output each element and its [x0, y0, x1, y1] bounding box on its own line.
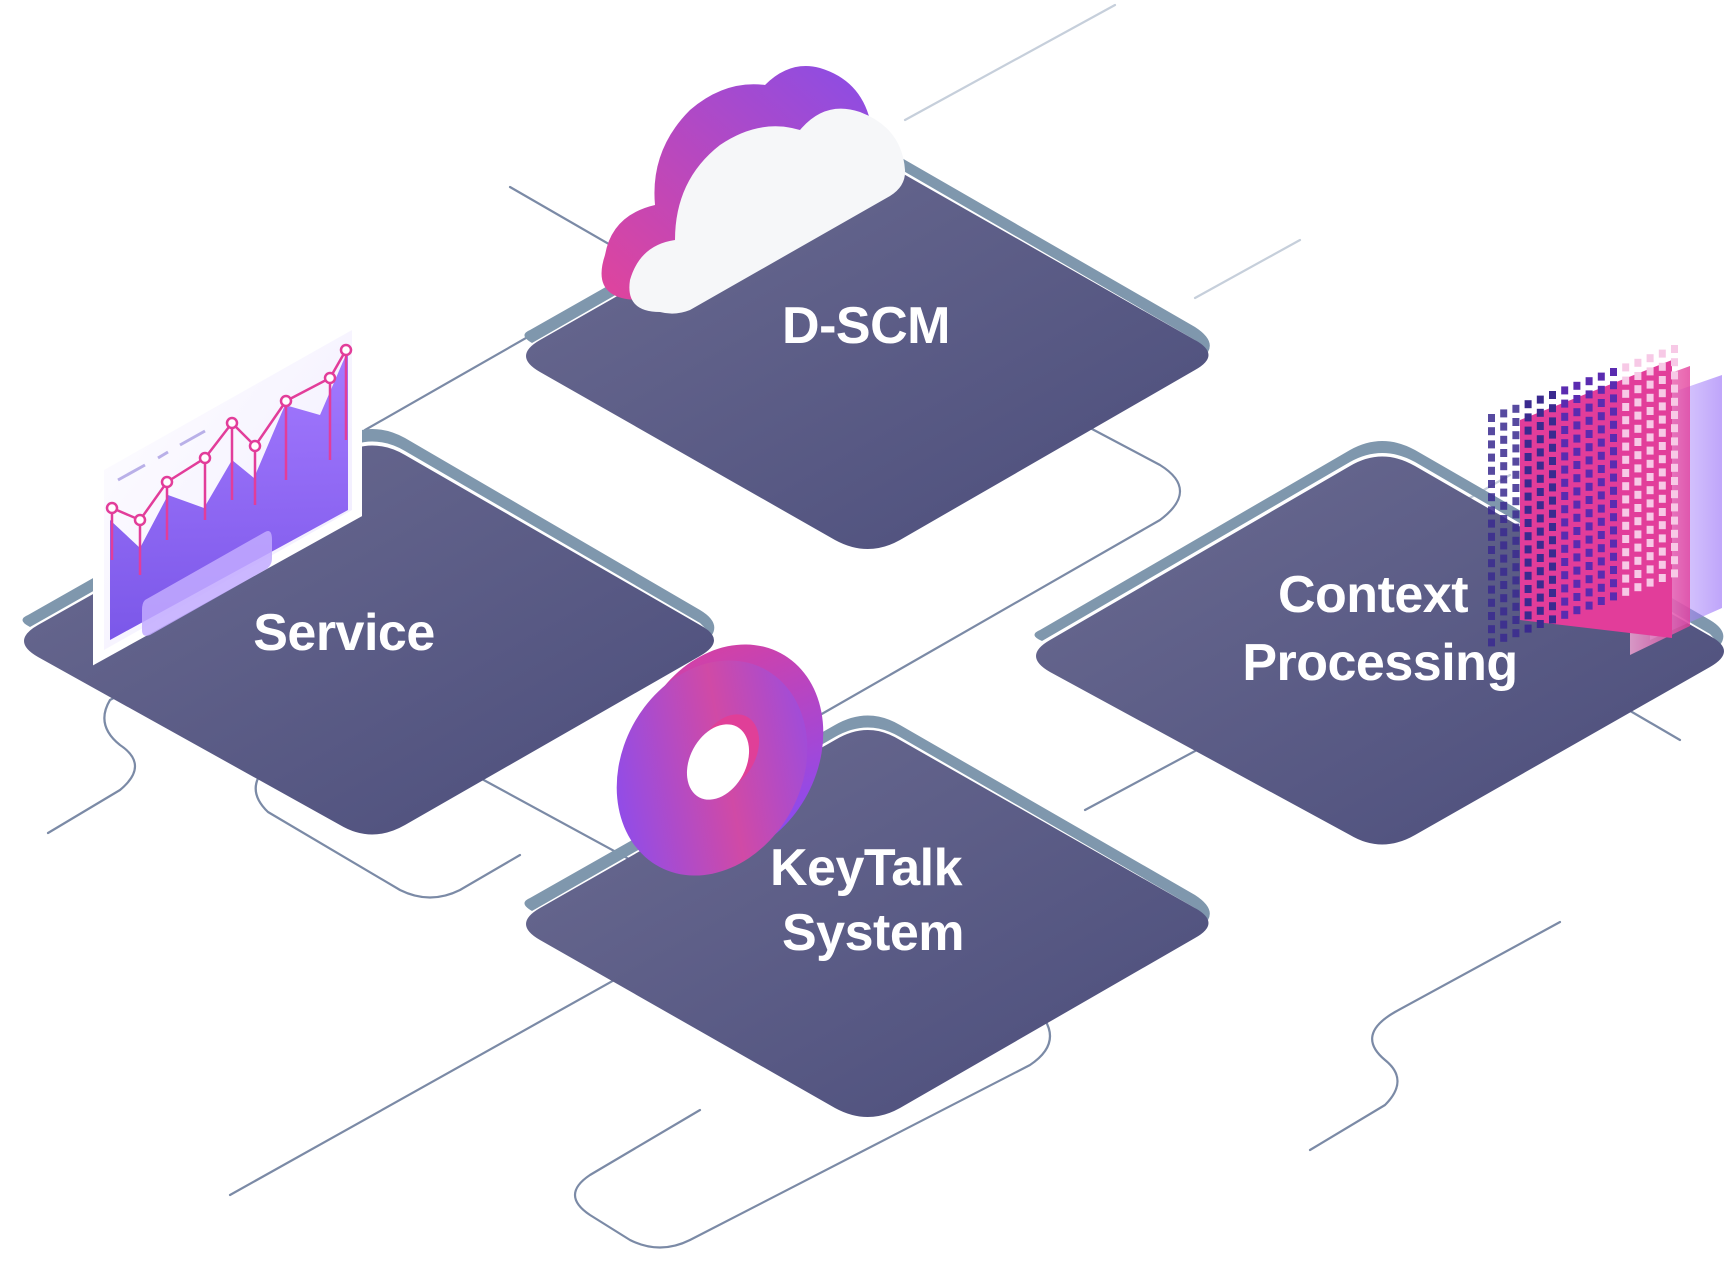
cloud-icon	[601, 66, 906, 314]
connector-line	[1308, 920, 1562, 1152]
connector-line	[363, 328, 542, 432]
tile-label-service: Service	[253, 604, 435, 662]
connector-line	[1193, 238, 1302, 300]
tile-label-dscm: D-SCM	[782, 297, 950, 355]
tile-label-keytalk-system: KeyTalk System	[770, 839, 976, 962]
grid-panels-icon	[1488, 345, 1722, 655]
connector-line	[573, 1018, 1052, 1249]
grid-dots	[1488, 345, 1678, 647]
connector-line	[903, 3, 1117, 122]
connector-line	[228, 958, 652, 1197]
connector-line	[818, 418, 1182, 717]
ring-icon	[616, 644, 824, 876]
line-chart-icon	[93, 314, 362, 666]
tile-label-context-processing: Context Processing	[1242, 566, 1517, 692]
connector-line	[46, 663, 177, 835]
